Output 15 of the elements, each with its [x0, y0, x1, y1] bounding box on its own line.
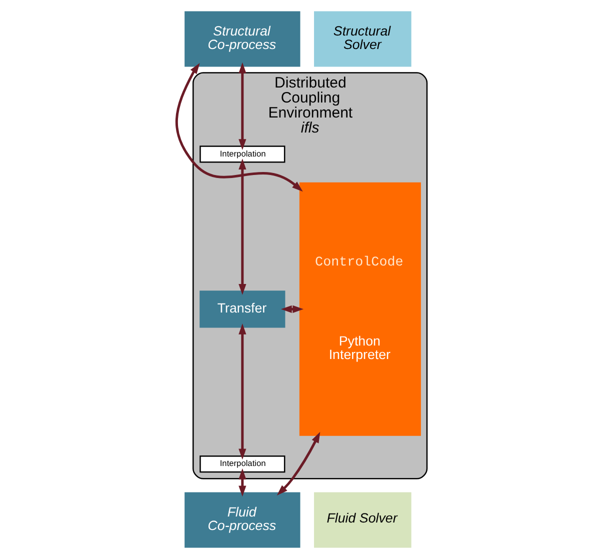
node-box: ControlCode Python Interpreter: [298, 182, 420, 436]
node-box: Interpolation: [199, 146, 285, 163]
arrow: [238, 323, 246, 460]
arrow: [238, 62, 246, 150]
node-box: Interpolation: [199, 456, 285, 473]
node-box: Transfer: [199, 290, 285, 328]
node-box: Structural Co-process: [184, 11, 300, 67]
node-box: Structural Solver: [314, 11, 411, 67]
arrow: [175, 63, 302, 192]
node-box: Fluid Solver: [314, 492, 411, 548]
arrow: [238, 468, 246, 497]
arrow: [280, 305, 304, 313]
arrow: [238, 158, 246, 295]
arrow: [276, 432, 320, 496]
node-box: Fluid Co-process: [184, 492, 300, 548]
